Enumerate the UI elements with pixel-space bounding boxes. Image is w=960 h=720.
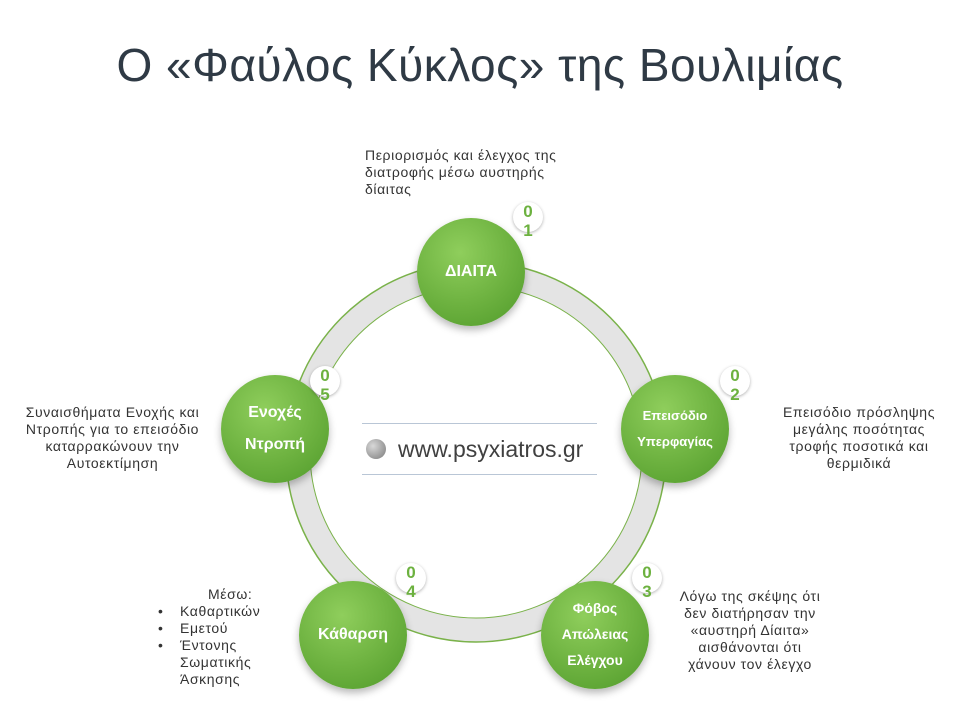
step-label: Ενοχές Ντροπή	[245, 404, 305, 453]
step-note-diet: Περιορισμός και έλεγχος της διατροφής μέ…	[365, 147, 557, 197]
list-item: Έντονης Σωματικής Άσκησης	[158, 637, 280, 688]
step-node-guilt-shame[interactable]: Ενοχές Ντροπή	[221, 375, 329, 483]
step-number-badge: 0 3	[632, 563, 662, 601]
step-label: Κάθαρση	[317, 625, 389, 643]
step-label: ΔΙΑΙΤΑ	[444, 262, 498, 280]
step-note-purge: Μέσω: Καθαρτικών Εμετού Έντονης Σωματική…	[150, 586, 300, 688]
step-note-binge: Επεισόδιο πρόσληψης μεγάλης ποσότητας τρ…	[782, 404, 936, 471]
step-number-badge: 0 5	[310, 366, 340, 404]
step-node-purge[interactable]: Κάθαρση	[299, 581, 407, 689]
step-label: Φόβος Απώλειας Ελέγχου	[561, 600, 629, 668]
step-number-badge: 0 1	[513, 202, 543, 240]
site-url: www.psyxiatros.gr	[398, 435, 584, 462]
step-node-diet[interactable]: ΔΙΑΙΤΑ	[417, 218, 525, 326]
page-title: Ο «Φαύλος Κύκλος» της Βουλιμίας	[116, 39, 844, 91]
note-heading: Μέσω:	[208, 586, 253, 602]
step-note-guilt: Συναισθήματα Ενοχής και Ντροπής για το ε…	[25, 404, 200, 471]
site-logo[interactable]: www.psyxiatros.gr	[362, 423, 597, 475]
step-label: Επεισόδιο Υπερφαγίας	[637, 408, 713, 449]
purge-methods-list: Καθαρτικών Εμετού Έντονης Σωματικής Άσκη…	[150, 603, 300, 688]
list-item: Εμετού	[158, 620, 300, 637]
step-number-badge: 0 2	[720, 366, 750, 404]
step-node-binge[interactable]: Επεισόδιο Υπερφαγίας	[621, 375, 729, 483]
step-note-fear: Λόγω της σκέψης ότι δεν διατήρησαν την «…	[679, 588, 821, 672]
list-item: Καθαρτικών	[158, 603, 300, 620]
step-number-badge: 0 4	[396, 563, 426, 601]
globe-icon	[366, 439, 386, 459]
step-node-fear-loss-of-control[interactable]: Φόβος Απώλειας Ελέγχου	[541, 581, 649, 689]
